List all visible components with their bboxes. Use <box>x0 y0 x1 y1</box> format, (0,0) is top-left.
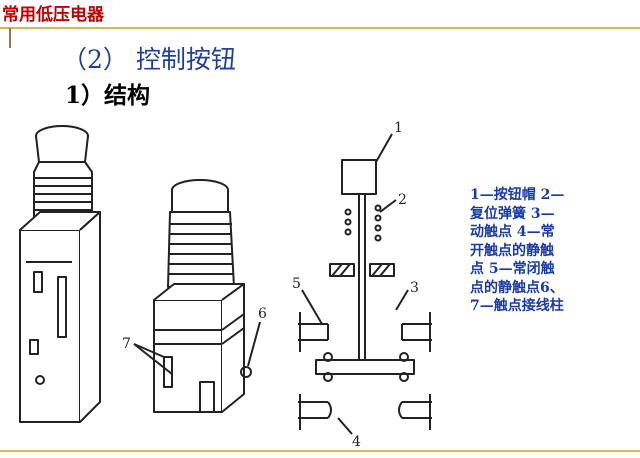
button-schematic-drawing <box>298 133 432 435</box>
footer-divider <box>0 450 640 452</box>
callout-2: 2 <box>398 192 407 208</box>
mushroom-button-drawing <box>19 125 101 423</box>
slide-header-title: 常用低压电器 <box>2 5 104 25</box>
figure-callout-labels: 1 2 3 4 5 6 7 <box>122 120 419 448</box>
callout-6: 6 <box>258 306 267 322</box>
callout-5: 5 <box>292 276 301 292</box>
callout-7: 7 <box>122 336 131 352</box>
button-structure-figure: 1 2 3 4 5 6 7 <box>19 120 432 448</box>
figure-legend: 1—按钮帽 2— 复位弹簧 3— 动触点 4—常 开触点的静触 点 5—常闭触 … <box>470 187 565 314</box>
flat-button-drawing <box>133 179 261 413</box>
left-accent-bar <box>9 28 11 48</box>
callout-4: 4 <box>352 434 361 448</box>
callout-1: 1 <box>394 120 403 136</box>
callout-3: 3 <box>410 280 419 296</box>
header-divider <box>0 27 640 29</box>
section-title: （2） 控制按钮 <box>62 45 236 74</box>
subsection-title: 1）结构 <box>65 82 151 109</box>
